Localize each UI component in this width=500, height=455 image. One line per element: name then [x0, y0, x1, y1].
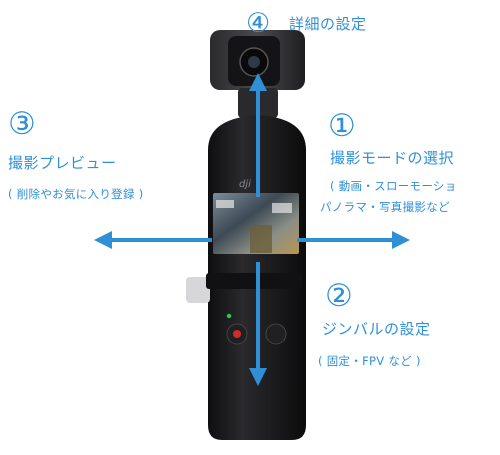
- label-left-number: ③: [8, 106, 36, 142]
- arrows: [94, 73, 410, 386]
- screen-street: [250, 225, 272, 253]
- label-bottom-note: ( 固定・FPV など ): [318, 354, 421, 368]
- record-button-icon: [233, 330, 241, 338]
- lens-glass: [248, 56, 260, 68]
- arrow-down-icon: [249, 368, 267, 386]
- label-left-note: ( 削除やお気に入り登録 ): [8, 187, 144, 201]
- osmo-pocket-device: [186, 30, 306, 440]
- label-right-note-line1: ( 動画・スローモーショ: [330, 179, 457, 193]
- label-right-number: ①: [328, 108, 356, 144]
- screen-building: [272, 203, 292, 213]
- function-button[interactable]: [265, 323, 287, 345]
- accessory-slot: [206, 273, 302, 289]
- label-right-title: 撮影モードの選択: [330, 149, 455, 167]
- usb-adapter: [186, 277, 210, 303]
- arrow-up-icon: [249, 73, 267, 91]
- arrow-right-icon: [392, 231, 410, 249]
- label-top-title: 詳細の設定: [289, 15, 367, 33]
- status-led: [226, 313, 232, 319]
- dji-logo: dji: [239, 179, 251, 190]
- arrow-left-icon: [94, 231, 112, 249]
- label-right-note-line2: パノラマ・写真撮影など: [320, 200, 450, 214]
- label-bottom-number: ②: [325, 278, 353, 314]
- label-left-title: 撮影プレビュー: [8, 154, 117, 172]
- label-top-number: ④: [246, 8, 271, 39]
- screen-building: [216, 200, 234, 208]
- label-bottom-title: ジンバルの設定: [322, 320, 431, 338]
